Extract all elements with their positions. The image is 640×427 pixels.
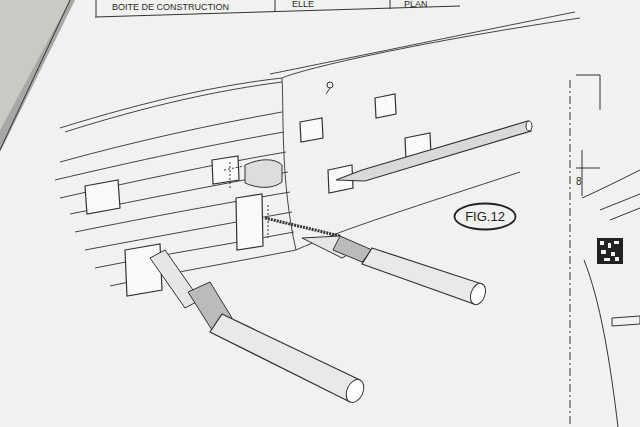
title-block-cell: BOITE DE CONSTRUCTION [112, 3, 229, 13]
title-block-cell: ELLE [292, 0, 314, 10]
figure-ellipse: FIG.12 [453, 202, 517, 231]
title-block-cell: PLAN [404, 0, 428, 10]
dimension-number: 8 [576, 176, 582, 187]
figure-label: FIG.12 [465, 209, 505, 224]
